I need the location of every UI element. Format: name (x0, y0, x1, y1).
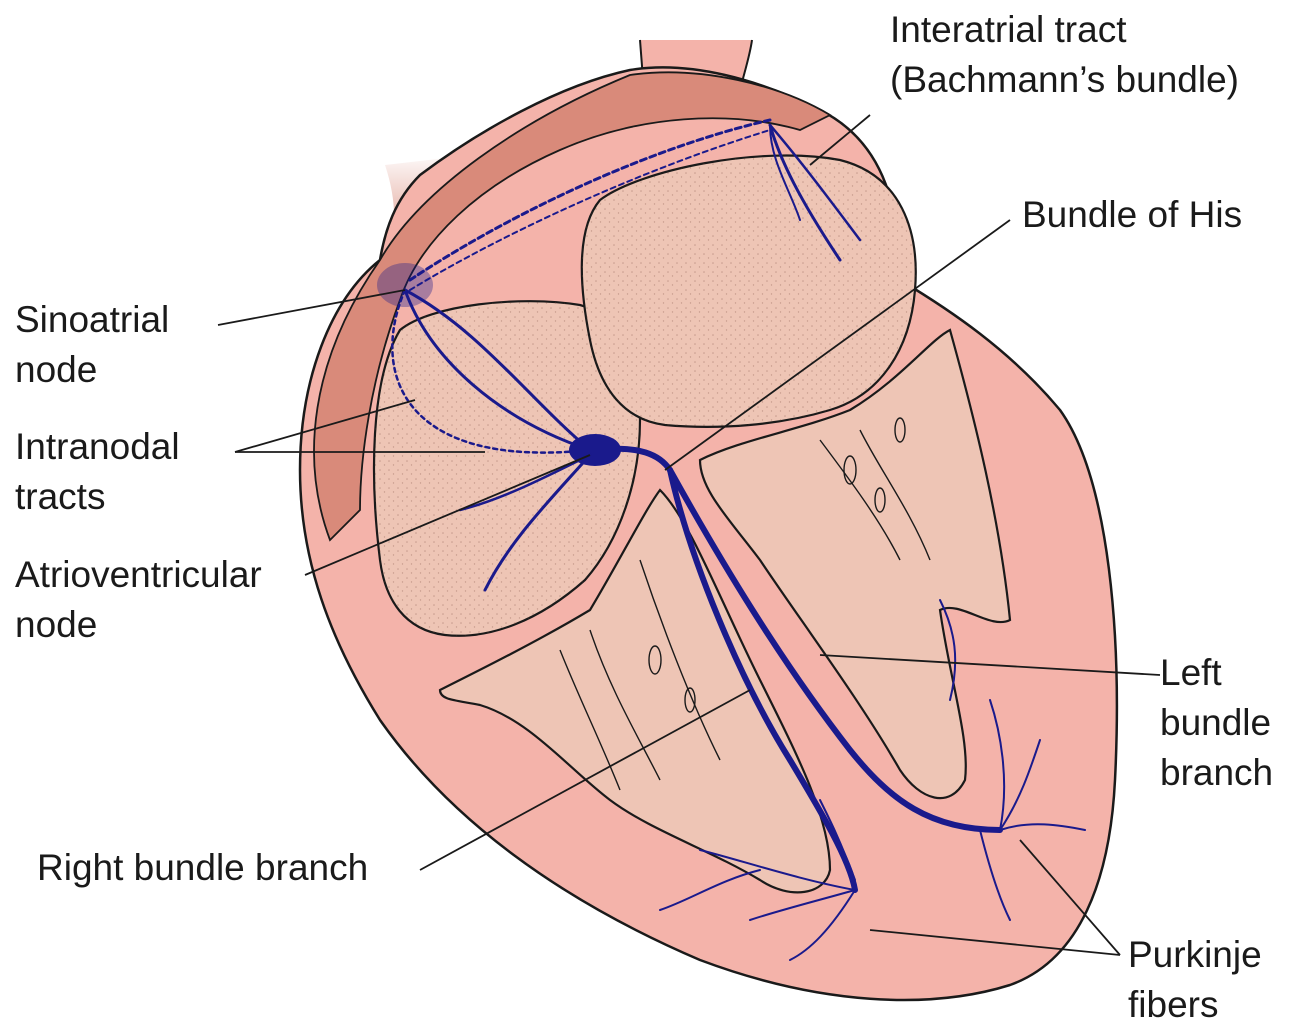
label-left-bundle-line2: bundle (1160, 698, 1273, 748)
label-bundle-of-his: Bundle of His (1022, 190, 1242, 240)
label-sinoatrial-line1: Sinoatrial (15, 295, 169, 345)
label-interatrial-line1: Interatrial tract (890, 5, 1239, 55)
label-intranodal-tracts: Intranodal tracts (15, 422, 180, 522)
label-left-bundle-branch: Left bundle branch (1160, 648, 1273, 798)
label-sinoatrial-node: Sinoatrial node (15, 295, 169, 395)
label-av-node: Atrioventricular node (15, 550, 262, 650)
label-interatrial-line2: (Bachmann’s bundle) (890, 55, 1239, 105)
label-right-bundle-branch: Right bundle branch (37, 843, 368, 893)
label-left-bundle-line1: Left (1160, 648, 1273, 698)
label-intranodal-line2: tracts (15, 472, 180, 522)
label-av-node-line2: node (15, 600, 262, 650)
label-purkinje-line1: Purkinje (1128, 930, 1262, 980)
label-purkinje-fibers: Purkinje fibers (1128, 930, 1262, 1030)
label-intranodal-line1: Intranodal (15, 422, 180, 472)
label-bundle-of-his-text: Bundle of His (1022, 190, 1242, 240)
label-purkinje-line2: fibers (1128, 980, 1262, 1030)
label-left-bundle-line3: branch (1160, 748, 1273, 798)
label-interatrial-tract: Interatrial tract (Bachmann’s bundle) (890, 5, 1239, 105)
label-right-bundle-text: Right bundle branch (37, 843, 368, 893)
label-sinoatrial-line2: node (15, 345, 169, 395)
label-av-node-line1: Atrioventricular (15, 550, 262, 600)
